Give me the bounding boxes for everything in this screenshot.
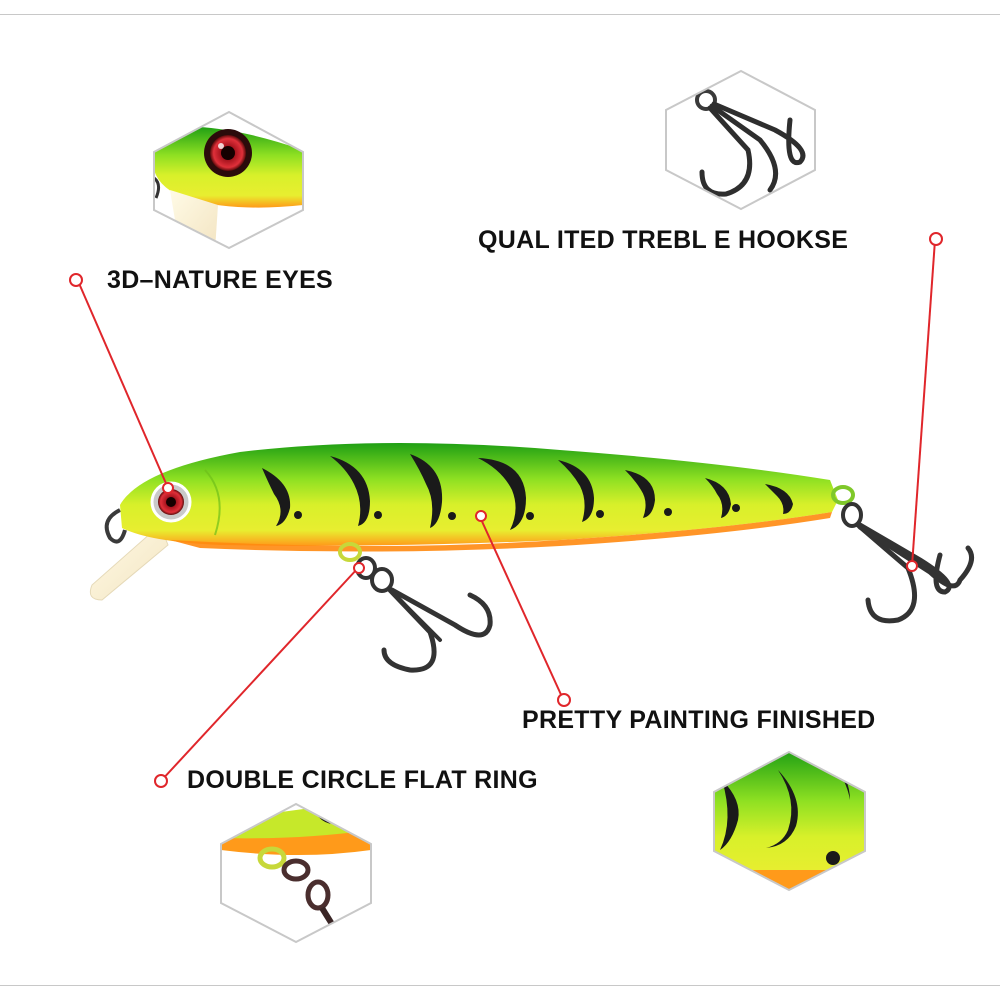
ring-anchor-dot: [353, 562, 365, 574]
ring-callout-dot: [154, 774, 168, 788]
eyes-callout-label: 3D–NATURE EYES: [107, 266, 334, 294]
ring-detail-hexagon: [220, 802, 372, 944]
tiger-stripes: [262, 454, 793, 530]
ring-callout-label: DOUBLE CIRCLE FLAT RING: [187, 766, 538, 794]
hook-detail-hexagon: [665, 69, 816, 211]
paint-detail-hexagon: [713, 750, 866, 892]
callout-lines: [77, 239, 936, 783]
fishing-lure: [89, 442, 975, 673]
painting-callout-label: PRETTY PAINTING FINISHED: [522, 706, 876, 734]
bottom-border: [0, 985, 1000, 986]
painting-anchor-dot: [475, 510, 487, 522]
hooks-callout-label: QUAL ITED TREBL E HOOKSE: [478, 226, 849, 254]
eyes-anchor-dot: [162, 482, 174, 494]
eye-detail-hexagon: [153, 110, 304, 250]
eyes-callout-dot: [69, 273, 83, 287]
callout-dots: [69, 232, 943, 788]
hooks-callout-dot: [929, 232, 943, 246]
diving-lip: [89, 524, 169, 601]
front-treble-hook: [338, 542, 493, 673]
painting-callout-dot: [557, 693, 571, 707]
rear-treble-hook: [831, 485, 975, 624]
lure-eye: [150, 481, 192, 523]
hooks-anchor-dot: [906, 560, 918, 572]
line-tie-ring: [104, 508, 127, 544]
lure-body: [120, 442, 838, 546]
top-border: [0, 14, 1000, 15]
